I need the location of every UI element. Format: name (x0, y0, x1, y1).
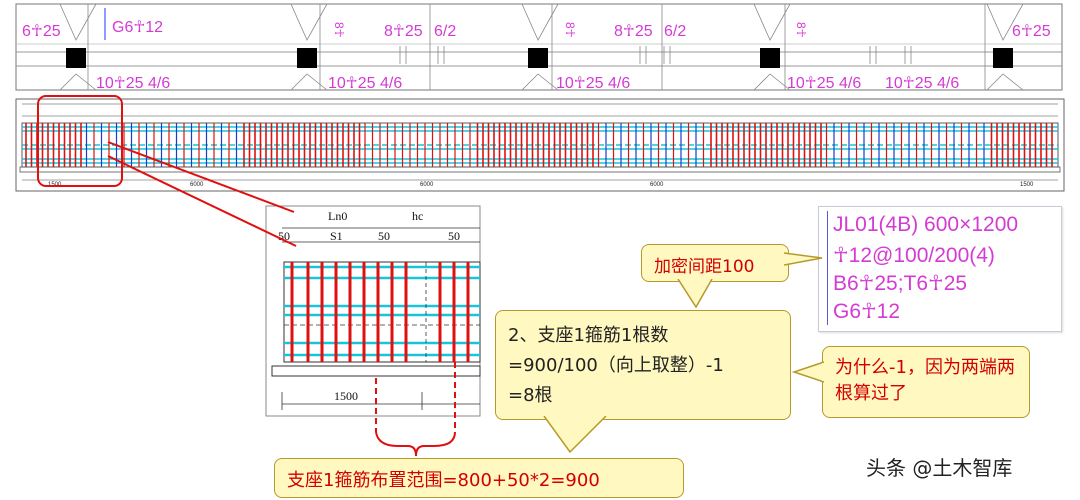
elevation-dim: 6000 (420, 182, 434, 188)
elevation-dim: 6000 (190, 182, 204, 188)
count-callout-pointer (543, 416, 607, 454)
count-callout: 2、支座1箍筋1根数 =900/100（向上取整）-1 =8根 (495, 310, 791, 420)
watermark: 头条 @土木智库 (866, 456, 1013, 480)
plan-vertical-mark: 8☥ (794, 22, 808, 38)
plan-label: 10☥25 4/6 (96, 75, 170, 92)
plan-vertical-mark: 8☥ (563, 22, 577, 38)
range-callout: 支座1箍筋布置范围=800+50*2=900 (274, 458, 684, 498)
beam-info-line: B6☥25;T6☥25 (833, 272, 968, 295)
elevation-dim: 6000 (650, 182, 664, 188)
elevation-dim: 1500 (1020, 182, 1034, 188)
column-markers (66, 48, 1013, 68)
highlight-box (37, 95, 123, 187)
range-bracket (375, 362, 456, 457)
plan-label: 8☥25 (614, 23, 653, 40)
plan-label: G6☥12 (112, 19, 163, 36)
plan-vertical-mark: 8☥ (332, 22, 346, 38)
spacing-pointer-right (784, 252, 823, 266)
beam-info-box: JL01(4B) 600×1200 ☥12@100/200(4) B6☥25;T… (818, 206, 1062, 332)
plan-label: 6/2 (434, 23, 456, 40)
why-callout-pointer (792, 361, 826, 383)
plan-label: 10☥25 4/6 (787, 75, 861, 92)
beam-info-line: JL01(4B) 600×1200 (833, 213, 1019, 236)
plan-label: 10☥25 4/6 (556, 75, 630, 92)
beam-info-line: G6☥12 (833, 300, 901, 323)
spacing-callout-pointer (677, 279, 713, 309)
detail-label: hc (412, 209, 423, 223)
beam-elevation-view: 1500 6000 6000 6000 1500 (15, 98, 1065, 192)
plan-label: 10☥25 4/6 (885, 75, 959, 92)
detail-label: Ln0 (328, 209, 347, 223)
detail-dim: 50 (378, 229, 390, 243)
plan-label: 6☥25 (1012, 23, 1051, 40)
detail-bottom-dim: 1500 (334, 389, 358, 403)
beam-plan-view: 6☥25 G6☥12 8☥25 6/2 8☥25 6/2 6☥25 10☥25 … (15, 3, 1063, 92)
detail-dim: S1 (330, 229, 343, 243)
plan-label: 10☥25 4/6 (328, 75, 402, 92)
detail-dim: 50 (448, 229, 460, 243)
spacing-callout: 加密间距100 (641, 244, 789, 282)
plan-label: 6/2 (664, 23, 686, 40)
plan-label: 8☥25 (384, 23, 423, 40)
plan-label: 6☥25 (22, 23, 61, 40)
beam-info-line: ☥12@100/200(4) (833, 244, 995, 267)
why-callout: 为什么-1，因为两端两根算过了 (822, 346, 1030, 418)
